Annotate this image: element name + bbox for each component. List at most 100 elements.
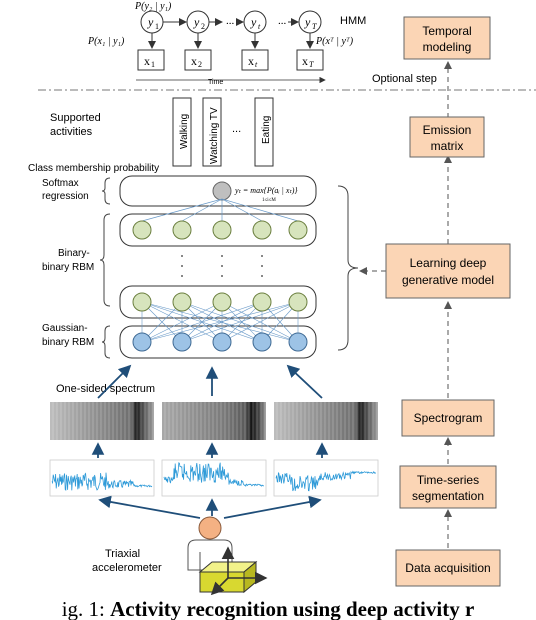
softmax-connection bbox=[221, 198, 299, 222]
network-brace bbox=[337, 185, 359, 351]
time-series-signals bbox=[49, 459, 379, 497]
rbm-connection bbox=[141, 301, 299, 343]
layer-ellipsis-dots bbox=[181, 255, 263, 277]
rbm-connection bbox=[141, 301, 263, 343]
hmm-observation-box: x 1 bbox=[137, 49, 165, 71]
hmm-section: y 1 y 2 ... y t ... y T x 1 bbox=[87, 1, 366, 86]
spectrogram-image bbox=[50, 402, 154, 440]
one-sided-spectrum-label: One-sided spectrum bbox=[56, 383, 155, 395]
softmax-node bbox=[212, 181, 232, 201]
person-head bbox=[198, 516, 222, 540]
activity-watching-tv-box: Watching TV bbox=[202, 97, 222, 167]
deep-network: Class membership probability Softmax reg… bbox=[28, 163, 359, 399]
activity-walking-box: Walking bbox=[172, 97, 192, 167]
svg-text:2: 2 bbox=[201, 22, 205, 31]
class-membership-label: Class membership probability bbox=[28, 163, 159, 174]
visible-unit bbox=[212, 332, 232, 352]
hidden-unit bbox=[132, 292, 152, 312]
softmax-connection bbox=[141, 198, 223, 222]
ellipsis-dot bbox=[261, 265, 263, 267]
svg-text:t: t bbox=[258, 22, 261, 31]
svg-text:1: 1 bbox=[151, 60, 155, 69]
pipeline-step-emission-matrix: Emission matrix bbox=[409, 116, 485, 158]
hmm-emission-label-left: P(x₁ | y₁) bbox=[87, 36, 125, 47]
visible-unit bbox=[252, 332, 272, 352]
hidden-unit bbox=[252, 292, 272, 312]
svg-text:Emission: Emission bbox=[423, 123, 472, 137]
pipeline-step-spectrogram: Spectrogram bbox=[401, 399, 495, 437]
signal-trace bbox=[275, 470, 376, 492]
visible-unit bbox=[132, 332, 152, 352]
ellipsis-dot bbox=[221, 275, 223, 277]
binary-rbm-label-line2: binary RBM bbox=[42, 262, 94, 273]
spectrogram-images bbox=[50, 402, 378, 440]
accelerometer-to-signal-arrow bbox=[98, 495, 201, 519]
softmax-formula-sub: 1≤i≤M bbox=[262, 198, 276, 203]
hmm-state-node: y 1 bbox=[140, 10, 164, 34]
svg-text:y: y bbox=[193, 15, 200, 29]
triaxial-label-line1: Triaxial bbox=[105, 548, 140, 560]
spectrum-to-network-arrow bbox=[286, 364, 323, 399]
hidden-unit bbox=[172, 292, 192, 312]
svg-text:matrix: matrix bbox=[431, 139, 464, 153]
gaussian-rbm-label-line1: Gaussian- bbox=[42, 323, 88, 334]
svg-text:Temporal: Temporal bbox=[422, 24, 471, 38]
svg-text:segmentation: segmentation bbox=[412, 489, 484, 503]
pipeline: Temporal modeling Emission matrix Learni… bbox=[359, 16, 511, 587]
ellipsis-dot bbox=[181, 275, 183, 277]
svg-text:Time-series: Time-series bbox=[417, 473, 479, 487]
pipeline-step-temporal-modeling: Temporal modeling bbox=[403, 16, 491, 60]
pipeline-step-data-acquisition: Data acquisition bbox=[395, 549, 501, 587]
svg-text:y: y bbox=[250, 15, 257, 29]
binary-rbm-brace bbox=[99, 213, 111, 307]
supported-activities-title-line2: activities bbox=[50, 126, 93, 138]
hmm-transition-label: P(y₂ | y₁) bbox=[134, 1, 172, 12]
signal-waveform bbox=[163, 462, 265, 487]
visible-unit bbox=[172, 332, 192, 352]
ellipsis-dot bbox=[181, 265, 183, 267]
hmm-state-node: y 2 bbox=[186, 10, 210, 34]
svg-text:Watching TV: Watching TV bbox=[209, 107, 220, 164]
svg-text:x: x bbox=[191, 54, 197, 68]
svg-text:t: t bbox=[255, 60, 258, 69]
caption-prefix: ig. 1: bbox=[61, 598, 111, 620]
softmax-connection bbox=[181, 198, 223, 222]
signal-plot bbox=[49, 459, 155, 497]
svg-text:x: x bbox=[302, 54, 308, 68]
supported-activities-title-line1: Supported bbox=[50, 112, 101, 124]
caption-title: Activity recognition using deep activity… bbox=[110, 598, 475, 620]
hidden-unit bbox=[212, 292, 232, 312]
accelerometer-front-face bbox=[199, 571, 245, 593]
activity-ellipsis: ... bbox=[232, 123, 241, 135]
svg-text:Data acquisition: Data acquisition bbox=[405, 561, 490, 575]
hmm-ellipsis: ... bbox=[278, 15, 287, 27]
ellipsis-dot bbox=[261, 255, 263, 257]
rbm-connection bbox=[141, 301, 223, 343]
svg-text:Walking: Walking bbox=[179, 114, 190, 149]
signal-trace bbox=[51, 472, 153, 492]
hidden-unit bbox=[172, 220, 192, 240]
ellipsis-dot bbox=[221, 255, 223, 257]
softmax-brace bbox=[101, 177, 111, 205]
figure-caption: ig. 1: Activity recognition using deep a… bbox=[0, 598, 536, 620]
svg-text:modeling: modeling bbox=[423, 40, 472, 54]
pipeline-step-learning-deep-generative-model: Learning deep generative model bbox=[385, 243, 511, 299]
hidden-unit bbox=[288, 292, 308, 312]
hmm-ellipsis: ... bbox=[226, 15, 235, 27]
softmax-label-line1: Softmax bbox=[42, 178, 79, 189]
signal-trace bbox=[163, 462, 265, 487]
softmax-formula: yₜ = max{P(aᵢ | xₜ)} bbox=[234, 186, 298, 195]
svg-text:1: 1 bbox=[155, 22, 159, 31]
binary-rbm-label-line1: Binary- bbox=[58, 248, 90, 259]
time-axis-label: Time bbox=[208, 79, 223, 86]
accelerometer-axis-y bbox=[210, 577, 229, 596]
spectrum-to-network-arrow bbox=[97, 364, 132, 399]
svg-text:T: T bbox=[309, 60, 314, 69]
signal-waveform bbox=[51, 472, 153, 492]
svg-text:y: y bbox=[304, 15, 311, 29]
ellipsis-dot bbox=[221, 265, 223, 267]
triaxial-label-line2: accelerometer bbox=[92, 562, 162, 574]
svg-text:Learning deep: Learning deep bbox=[410, 256, 487, 270]
hmm-label: HMM bbox=[340, 15, 366, 27]
